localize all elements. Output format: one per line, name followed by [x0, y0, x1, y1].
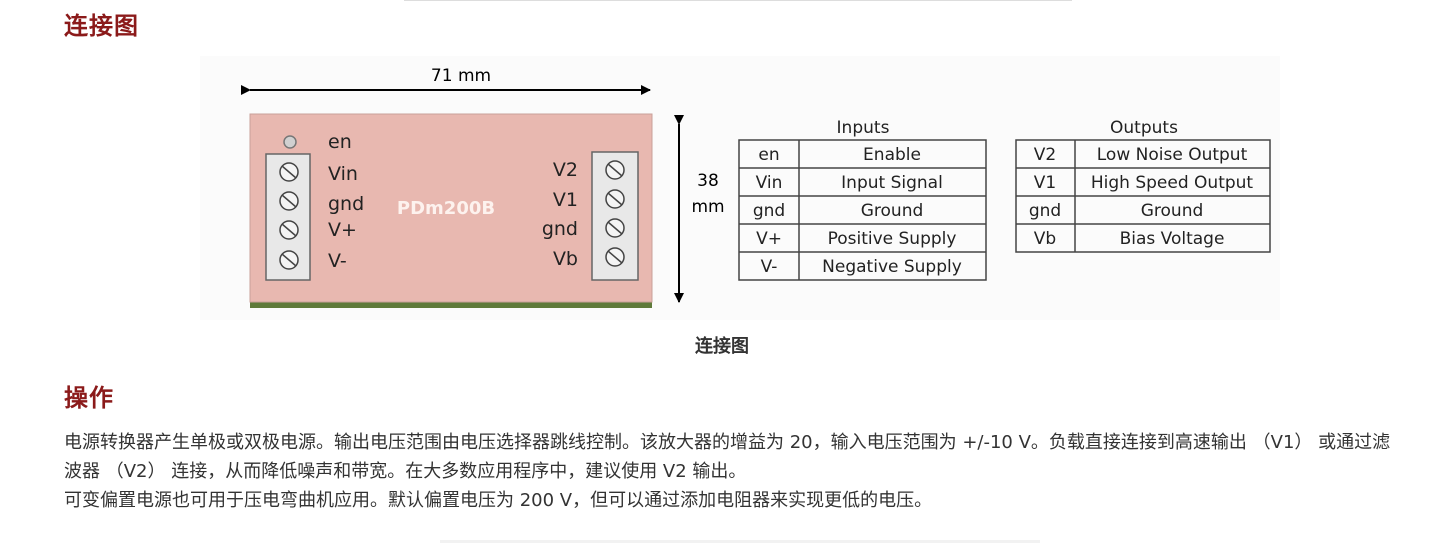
- right-screw-1-icon: [605, 160, 625, 180]
- left-screw-4-icon: [279, 250, 299, 270]
- right-pin-label: gnd: [542, 218, 578, 240]
- outputs-cell-function: Low Noise Output: [1097, 145, 1248, 165]
- operation-description: 电源转换器产生单极或双极电源。输出电压范围由电压选择器跳线控制。该放大器的增益为…: [64, 428, 1408, 515]
- outputs-table-title: Outputs: [1110, 118, 1178, 138]
- left-pin-label: V+: [328, 219, 357, 241]
- height-dimension-unit: mm: [691, 197, 724, 217]
- right-screw-3-icon: [605, 218, 625, 238]
- right-pin-label: Vb: [553, 248, 578, 270]
- inputs-cell-pin: Vin: [756, 173, 783, 193]
- left-screw-1-icon: [279, 162, 299, 182]
- section-heading-operation: 操作: [64, 384, 114, 412]
- inputs-cell-function: Ground: [861, 201, 924, 221]
- left-screw-3-icon: [279, 220, 299, 240]
- outputs-cell-pin: Vb: [1034, 229, 1056, 249]
- inputs-table: [738, 139, 987, 281]
- right-pin-label: V1: [553, 189, 578, 211]
- left-pin-label: V-: [328, 250, 347, 272]
- left-pin-label: gnd: [328, 193, 364, 215]
- inputs-cell-function: Negative Supply: [822, 257, 962, 277]
- board-label: PDm200B: [397, 198, 495, 219]
- inputs-cell-pin: en: [758, 145, 779, 165]
- right-screw-2-icon: [605, 189, 625, 209]
- paragraph: 电源转换器产生单极或双极电源。输出电压范围由电压选择器跳线控制。该放大器的增益为…: [64, 432, 1391, 482]
- height-dimension-label: 38: [697, 171, 719, 191]
- width-dimension-label: 71 mm: [431, 66, 491, 86]
- paragraph: 可变偏置电源也可用于压电弯曲机应用。默认偏置电压为 200 V，但可以通过添加电…: [64, 490, 933, 511]
- left-pin-label: en: [328, 131, 352, 153]
- outputs-cell-function: Ground: [1141, 201, 1204, 221]
- bottom-divider: [440, 540, 1040, 543]
- section-heading-connection-diagram: 连接图: [64, 12, 139, 40]
- left-screw-2-icon: [279, 191, 299, 211]
- en-pin-hole-icon: [283, 135, 297, 149]
- right-pin-label: V2: [553, 159, 578, 181]
- outputs-cell-pin: V1: [1034, 173, 1056, 193]
- outputs-cell-pin: gnd: [1029, 201, 1061, 221]
- inputs-cell-pin: V-: [761, 257, 778, 277]
- connection-diagram-figure: 71 mm PDm200B en Vin gnd V+ V-: [200, 56, 1280, 320]
- inputs-cell-function: Enable: [863, 145, 921, 165]
- inputs-cell-function: Input Signal: [841, 173, 943, 193]
- left-pin-label: Vin: [328, 163, 358, 185]
- inputs-table-title: Inputs: [837, 118, 890, 138]
- top-divider: [404, 0, 1072, 1]
- inputs-cell-function: Positive Supply: [828, 229, 957, 249]
- connection-diagram-svg: 71 mm PDm200B en Vin gnd V+ V-: [241, 66, 1271, 308]
- inputs-cell-pin: V+: [756, 229, 782, 249]
- outputs-cell-function: Bias Voltage: [1120, 229, 1225, 249]
- figure-caption: 连接图: [695, 336, 749, 357]
- inputs-cell-pin: gnd: [753, 201, 785, 221]
- right-screw-4-icon: [605, 247, 625, 267]
- outputs-table: [1015, 139, 1271, 253]
- board-body: [249, 113, 653, 303]
- outputs-cell-function: High Speed Output: [1091, 173, 1254, 193]
- outputs-cell-pin: V2: [1034, 145, 1056, 165]
